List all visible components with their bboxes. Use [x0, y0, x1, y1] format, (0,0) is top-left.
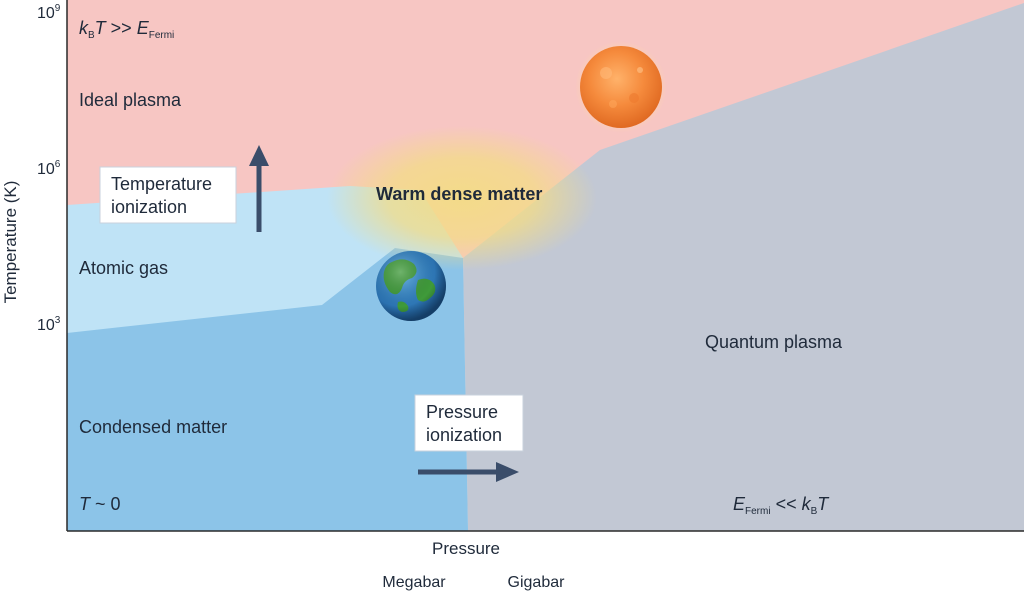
- warm-dense-matter-glow: [327, 126, 597, 270]
- pressure-ionization-line1: Pressure: [426, 402, 498, 422]
- temperature-arrow-icon: [249, 145, 269, 232]
- condensed-matter-label: Condensed matter: [79, 417, 227, 437]
- y-tick-1e3: 103: [37, 315, 61, 334]
- y-tick-1e6: 106: [37, 159, 61, 178]
- condensed-matter-region: [67, 248, 468, 531]
- x-tick-megabar: Megabar: [382, 574, 446, 591]
- warm-dense-matter-label: Warm dense matter: [376, 184, 542, 204]
- y-axis-title: Temperature (K): [1, 181, 20, 304]
- temperature-ionization-line2: ionization: [111, 197, 187, 217]
- pressure-ionization-line2: ionization: [426, 425, 502, 445]
- atomic-gas-label: Atomic gas: [79, 258, 168, 278]
- axes: [66, 0, 1024, 532]
- classical-limit-label: kBT >> EFermi: [79, 18, 174, 41]
- temperature-ionization-box: [99, 166, 237, 224]
- sun-icon: [575, 41, 667, 133]
- temperature-ionization-annotation: Temperature ionization: [99, 145, 269, 232]
- pressure-ionization-box: [414, 394, 524, 452]
- quantum-plasma-region: [463, 3, 1024, 531]
- pressure-arrow-icon: [418, 462, 519, 482]
- ideal-plasma-label: Ideal plasma: [79, 90, 182, 110]
- zero-temperature-label: T ~ 0: [79, 494, 121, 514]
- phase-regions: [67, 0, 1024, 531]
- temperature-ionization-line1: Temperature: [111, 174, 212, 194]
- quantum-plasma-label: Quantum plasma: [705, 332, 843, 352]
- x-axis-title: Pressure: [432, 539, 500, 558]
- pressure-ionization-annotation: Pressure ionization: [414, 394, 524, 482]
- x-tick-gigabar: Gigabar: [508, 574, 566, 591]
- y-tick-1e9: 109: [37, 3, 61, 22]
- earth-icon: [376, 251, 446, 321]
- quantum-limit-label: EFermi << kBT: [733, 494, 830, 517]
